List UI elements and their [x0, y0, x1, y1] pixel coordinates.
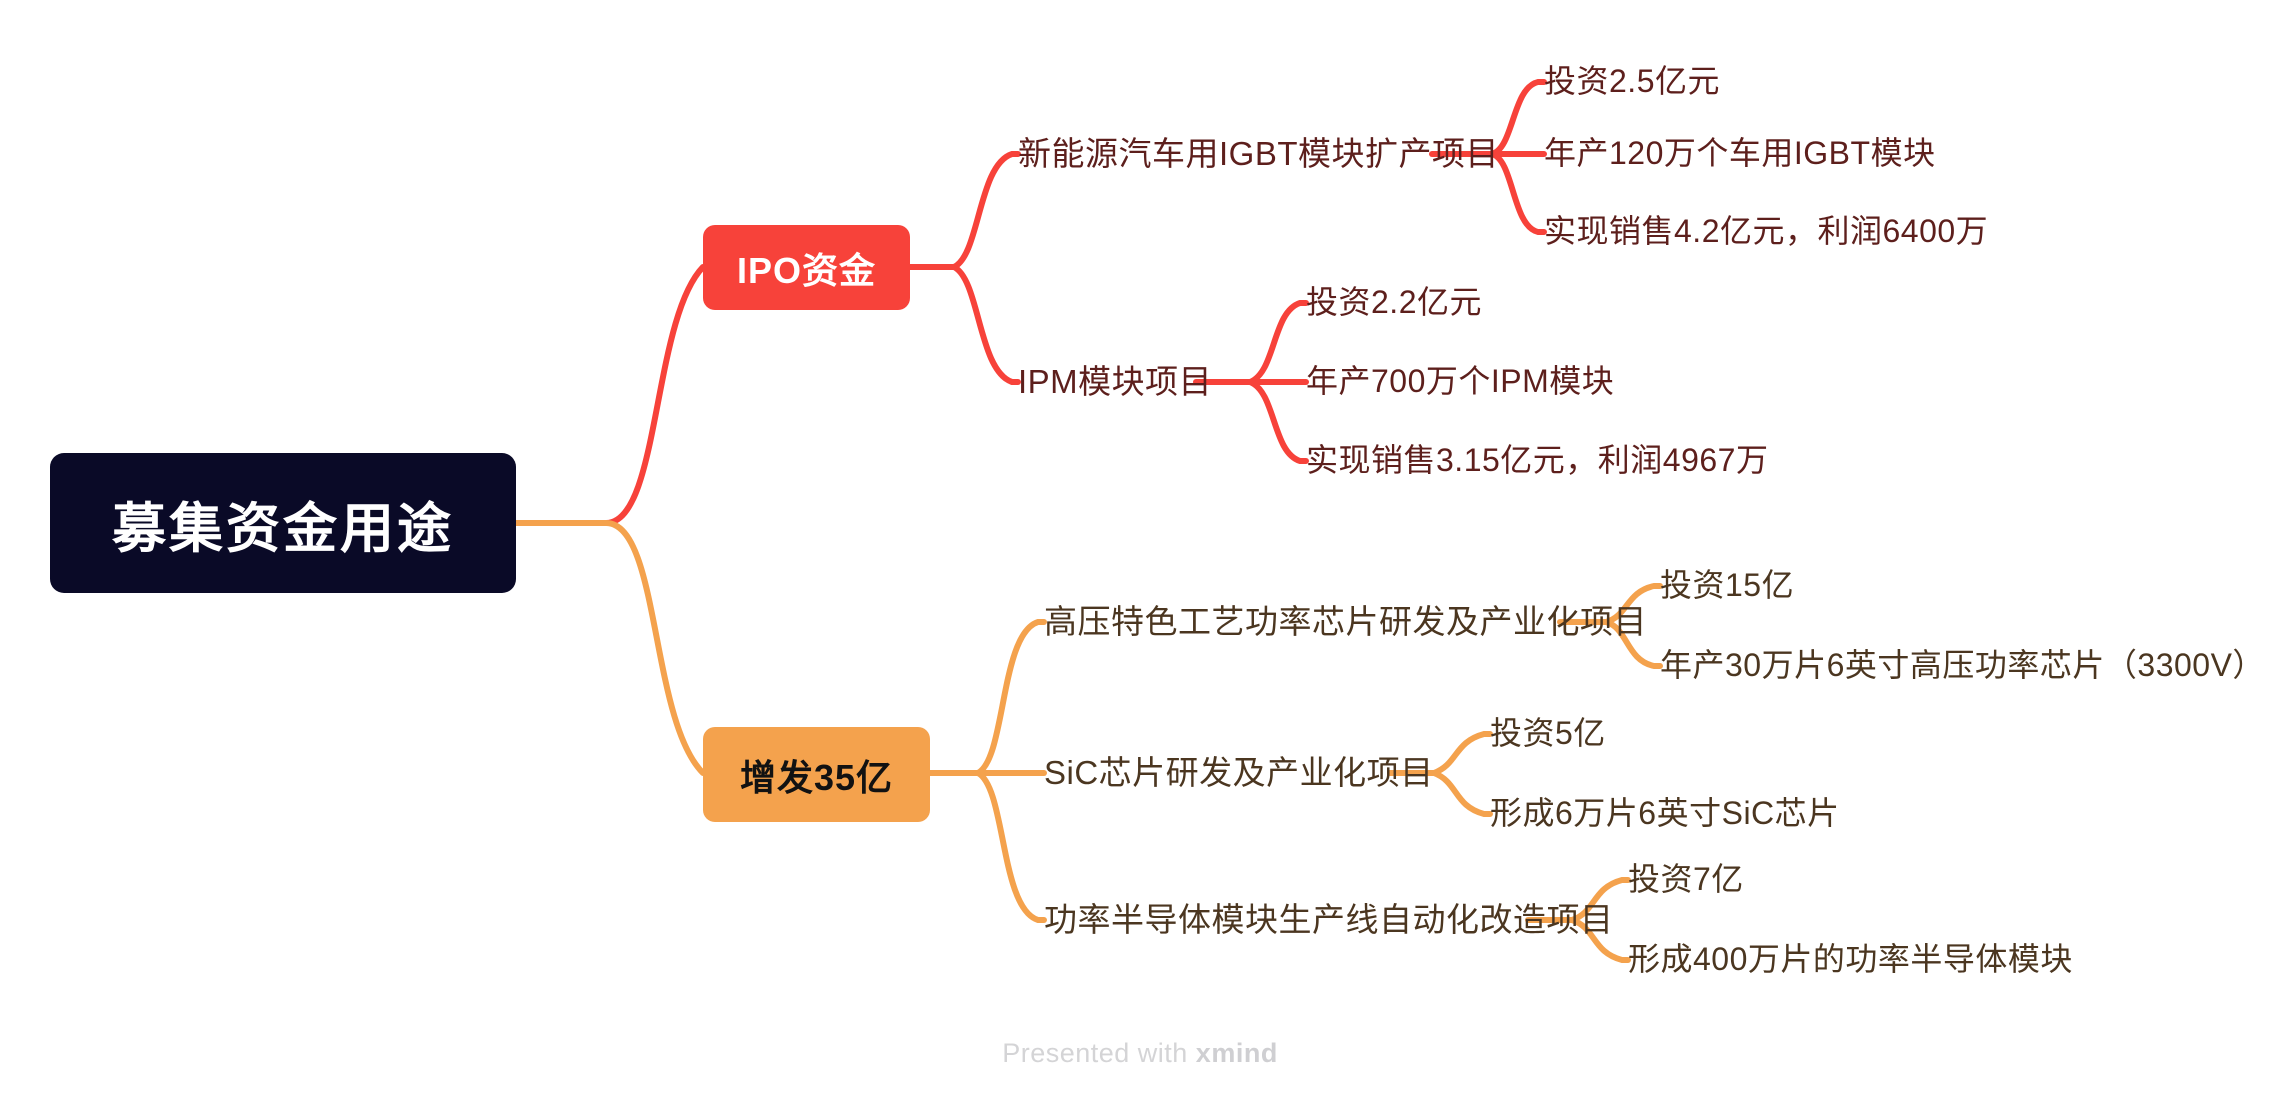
connector-topic1-to-leaf-1: [1489, 79, 1547, 157]
branch-node-zengfa-label: 增发35亿: [739, 756, 894, 798]
connector-topic4-to-leaf-1: [1431, 731, 1493, 776]
branch-node-ipo-label: IPO资金: [736, 249, 877, 291]
topic-module-automation[interactable]: 功率半导体模块生产线自动化改造项目: [1044, 898, 1614, 942]
topic-igbt-expansion-label: 新能源汽车用IGBT模块扩产项目: [1018, 134, 1500, 172]
leaf-ipm-investment-label: 投资2.2亿元: [1306, 284, 1482, 321]
leaf-automation-capacity[interactable]: 形成400万片的功率半导体模块: [1628, 939, 2073, 981]
leaf-automation-investment[interactable]: 投资7亿: [1628, 859, 1744, 901]
branch-node-zengfa[interactable]: 增发35亿: [703, 727, 930, 822]
leaf-ipm-investment[interactable]: 投资2.2亿元: [1306, 282, 1482, 324]
connector-topic4-to-leaf-2: [1431, 770, 1493, 817]
topic-ipm-module-label: IPM模块项目: [1018, 362, 1213, 400]
leaf-ipm-capacity[interactable]: 年产700万个IPM模块: [1306, 361, 1614, 403]
connector-root-to-ipo: [513, 264, 706, 526]
topic-high-voltage-chip-label: 高压特色工艺功率芯片研发及产业化项目: [1044, 602, 1647, 640]
leaf-igbt-sales-label: 实现销售4.2亿元，利润6400万: [1544, 213, 1989, 250]
branch-node-ipo[interactable]: IPO资金: [703, 225, 910, 310]
watermark-brand: xmind: [1195, 1038, 1278, 1068]
leaf-ipm-sales[interactable]: 实现销售3.15亿元，利润4967万: [1306, 440, 1768, 482]
watermark: Presented with xmind: [0, 1038, 2280, 1069]
leaf-sic-investment[interactable]: 投资5亿: [1490, 713, 1606, 755]
leaf-hv-capacity[interactable]: 年产30万片6英寸高压功率芯片（3300V）: [1660, 645, 2265, 687]
root-node[interactable]: 募集资金用途: [50, 453, 516, 593]
connector-ipo-to-topic-2: [951, 264, 1021, 385]
leaf-automation-capacity-label: 形成400万片的功率半导体模块: [1628, 941, 2073, 978]
leaf-hv-investment[interactable]: 投资15亿: [1660, 565, 1794, 607]
topic-sic-chip[interactable]: SiC芯片研发及产业化项目: [1044, 751, 1434, 795]
leaf-hv-capacity-label: 年产30万片6英寸高压功率芯片（3300V）: [1660, 647, 2265, 684]
leaf-igbt-capacity[interactable]: 年产120万个车用IGBT模块: [1544, 133, 1936, 175]
connector-ipo-to-topic-1: [951, 151, 1021, 270]
leaf-igbt-investment-label: 投资2.5亿元: [1544, 63, 1720, 100]
topic-igbt-expansion[interactable]: 新能源汽车用IGBT模块扩产项目: [1018, 132, 1499, 176]
leaf-igbt-investment[interactable]: 投资2.5亿元: [1544, 61, 1720, 103]
connector-root-to-zengfa: [513, 520, 706, 776]
topic-high-voltage-chip[interactable]: 高压特色工艺功率芯片研发及产业化项目: [1044, 600, 1647, 644]
leaf-automation-investment-label: 投资7亿: [1628, 861, 1744, 898]
connector-zengfa-to-topic-3: [975, 770, 1047, 923]
topic-sic-chip-label: SiC芯片研发及产业化项目: [1044, 753, 1434, 791]
connector-topic1-to-leaf-3: [1489, 151, 1547, 235]
leaf-sic-investment-label: 投资5亿: [1490, 715, 1606, 752]
leaf-sic-capacity[interactable]: 形成6万片6英寸SiC芯片: [1490, 793, 1840, 835]
leaf-ipm-capacity-label: 年产700万个IPM模块: [1306, 363, 1615, 400]
root-node-label: 募集资金用途: [112, 498, 454, 559]
leaf-igbt-capacity-label: 年产120万个车用IGBT模块: [1544, 135, 1936, 172]
watermark-prefix: Presented with: [1002, 1038, 1196, 1068]
connector-zengfa-to-topic-1: [975, 619, 1047, 776]
connector-topic2-to-leaf-1: [1247, 300, 1309, 385]
leaf-igbt-sales[interactable]: 实现销售4.2亿元，利润6400万: [1544, 211, 1988, 253]
topic-ipm-module[interactable]: IPM模块项目: [1018, 360, 1212, 404]
topic-module-automation-label: 功率半导体模块生产线自动化改造项目: [1044, 900, 1614, 938]
connector-topic2-to-leaf-3: [1247, 379, 1309, 464]
leaf-ipm-sales-label: 实现销售3.15亿元，利润4967万: [1306, 442, 1769, 479]
leaf-hv-investment-label: 投资15亿: [1660, 567, 1795, 604]
leaf-sic-capacity-label: 形成6万片6英寸SiC芯片: [1490, 795, 1840, 832]
